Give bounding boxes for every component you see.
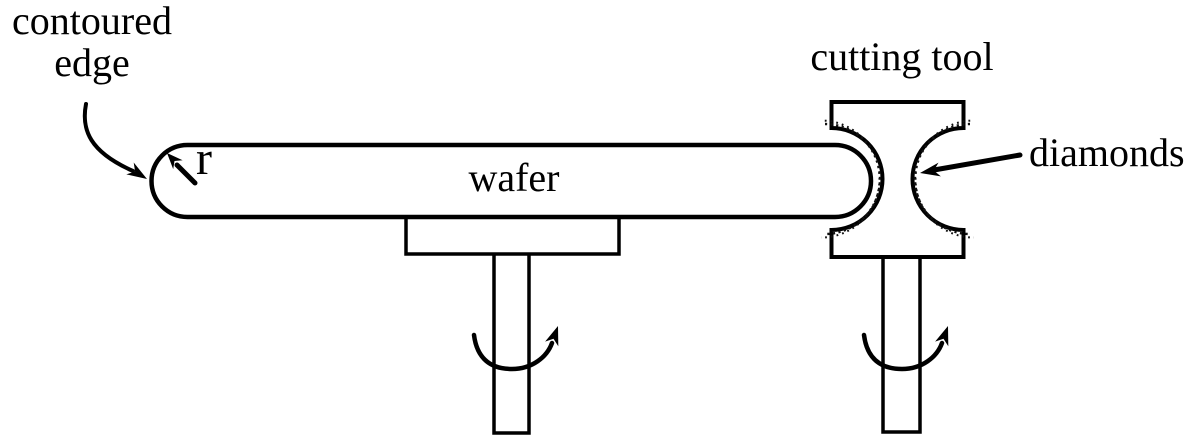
wafer-rotation-arrow-arc xyxy=(471,332,555,372)
tool-rotation-arrow-arc xyxy=(861,332,945,372)
wafer-body xyxy=(149,142,874,220)
contoured-edge-label-line2: edge xyxy=(54,40,130,85)
tool-rotation-arrowhead xyxy=(935,326,949,347)
radius-arrow xyxy=(167,153,198,186)
diamond-coating-stipple-left-inner xyxy=(824,122,882,236)
diamonds-arrowhead xyxy=(920,162,941,177)
wafer-label: wafer xyxy=(468,155,560,200)
diamond-coating-stipple-left-outer xyxy=(820,119,881,239)
tool-spindle-shaft xyxy=(881,254,922,434)
cutting-tool-label: cutting tool xyxy=(810,34,994,79)
wafer-chuck xyxy=(404,215,621,256)
radius-label: r xyxy=(196,132,212,185)
diamonds-label: diamonds xyxy=(1029,130,1185,175)
tool-rotation-arrow xyxy=(861,326,949,372)
wafer-spindle-shaft xyxy=(492,251,531,435)
diamond-coating-stipple-right-outer xyxy=(914,119,975,239)
wafer-rotation-arrow xyxy=(471,326,559,372)
diamond-coating-stipple-right-inner xyxy=(913,122,971,236)
radius-arrowhead xyxy=(167,153,183,170)
contoured-edge-arrow xyxy=(82,102,147,179)
contoured-edge-label: contoured edge xyxy=(0,0,184,84)
wafer-rotation-arrowhead xyxy=(545,326,559,347)
diamonds-arrow-shaft xyxy=(931,152,1023,173)
contoured-edge-arrowhead xyxy=(126,162,147,179)
diamonds-arrow xyxy=(920,152,1023,177)
contoured-edge-label-line1: contoured xyxy=(12,0,172,43)
radius-arrow-shaft xyxy=(174,162,198,186)
contoured-edge-arrow-shaft xyxy=(82,102,135,173)
